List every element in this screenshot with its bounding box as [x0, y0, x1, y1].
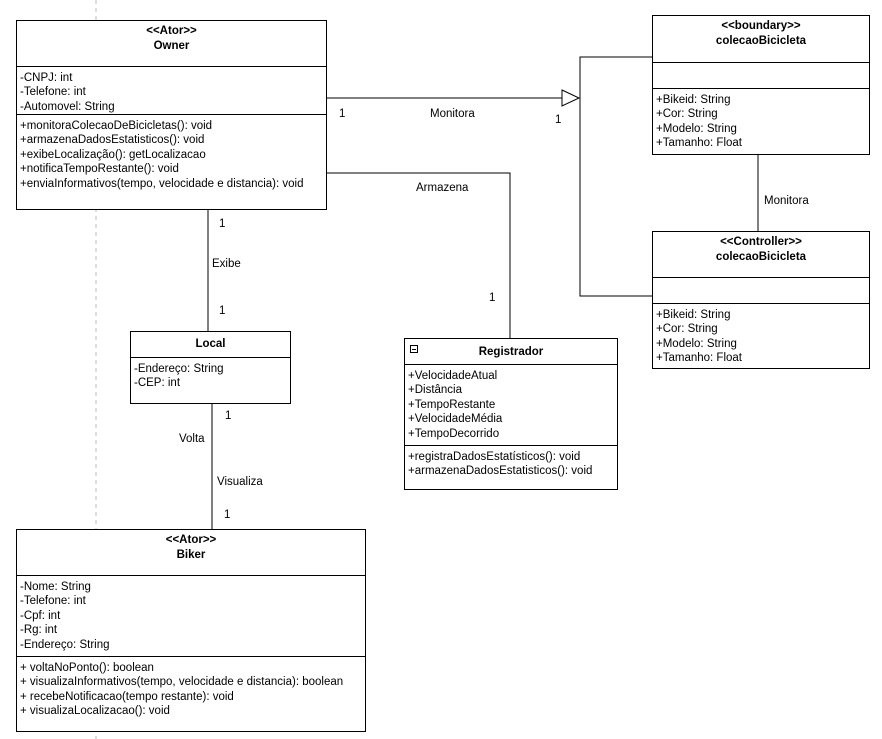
method: + voltaNoPonto(): boolean	[20, 662, 154, 675]
owner-name: Owner	[153, 40, 190, 52]
attribute: +Distância	[408, 384, 463, 397]
method: +registraDadosEstatísticos(): void	[408, 451, 581, 464]
monitora-label: Monitora	[764, 195, 809, 207]
multiplicity-label: 1	[224, 509, 231, 521]
method: +armazenaDadosEstatisticos(): void	[20, 134, 205, 147]
boundary-controller-bracket	[579, 56, 652, 297]
biker-class[interactable]: <<Ator>> Biker -Nome: String -Telefone: …	[16, 529, 366, 732]
monitora-label: Monitora	[430, 108, 475, 120]
registrador-methods: +registraDadosEstatísticos(): void +arma…	[405, 446, 617, 483]
owner-header: <<Ator>> Owner	[17, 21, 326, 67]
attribute: +VelocidadeMédia	[408, 413, 503, 426]
method: + visualizaLocalizacao(): void	[20, 705, 170, 718]
collapse-icon[interactable]	[410, 345, 418, 353]
biker-header: <<Ator>> Biker	[17, 530, 365, 576]
registrador-attributes: +VelocidadeAtual +Distância +TempoRestan…	[405, 365, 617, 447]
attribute: +TempoRestante	[408, 398, 496, 411]
owner-methods: +monitoraColecaoDeBicicletas(): void +ar…	[17, 115, 326, 195]
exibe-label: Exibe	[212, 258, 241, 270]
biker-methods: + voltaNoPonto(): boolean + visualizaInf…	[17, 657, 365, 723]
owner-registrador-line	[327, 172, 511, 338]
field: +Bikeid: String	[656, 94, 731, 106]
boundary-header: <<boundary>> colecaoBicicleta	[653, 16, 869, 63]
attribute: -Telefone: int	[20, 595, 86, 608]
boundary-class[interactable]: <<boundary>> colecaoBicicleta +Bikeid: S…	[652, 15, 870, 155]
controller-stereotype: <<Controller>>	[720, 236, 802, 248]
attribute: -Telefone: int	[20, 86, 86, 99]
attribute: -Endereço: String	[20, 638, 110, 651]
method: +exibeLocalização(): getLocalizacao	[20, 148, 206, 161]
visualiza-label: Visualiza	[217, 476, 263, 488]
boundary-empty-section	[653, 63, 869, 89]
field: +Cor: String	[656, 108, 718, 121]
method: + recebeNotificacao(tempo restante): voi…	[20, 690, 234, 703]
local-header: Local	[131, 332, 290, 358]
armazena-label: Armazena	[416, 182, 469, 194]
attribute: -Rg: int	[20, 624, 58, 637]
biker-stereotype: <<Ator>>	[165, 534, 217, 546]
field: +Cor: String	[656, 323, 718, 336]
method: +monitoraColecaoDeBicicletas(): void	[20, 120, 213, 132]
local-class[interactable]: Local -Endereço: String -CEP: int	[130, 331, 291, 404]
local-attributes: -Endereço: String -CEP: int	[131, 358, 290, 395]
field: +Tamanho: Float	[656, 352, 742, 365]
multiplicity-label: 1	[225, 410, 232, 422]
attribute: -Cpf: int	[20, 609, 61, 622]
owner-attributes: -CNPJ: int -Telefone: int -Automovel: St…	[17, 67, 326, 115]
field: +Tamanho: Float	[656, 137, 742, 150]
multiplicity-label: 1	[489, 292, 496, 304]
registrador-class[interactable]: Registrador +VelocidadeAtual +Distância …	[404, 338, 618, 490]
biker-name: Biker	[176, 549, 206, 561]
method: + visualizaInformativos(tempo, velocidad…	[20, 676, 344, 689]
biker-attributes: -Nome: String -Telefone: int -Cpf: int -…	[17, 576, 365, 658]
attribute: -CEP: int	[134, 377, 181, 390]
controller-class[interactable]: <<Controller>> colecaoBicicleta +Bikeid:…	[652, 231, 870, 369]
controller-header: <<Controller>> colecaoBicicleta	[653, 232, 869, 278]
method: +enviaInformativos(tempo, velocidade e d…	[20, 177, 304, 190]
boundary-stereotype: <<boundary>>	[721, 20, 801, 32]
registrador-name: Registrador	[478, 346, 544, 358]
attribute: +TempoDecorrido	[408, 427, 500, 440]
multiplicity-label: 1	[339, 108, 346, 120]
multiplicity-label: 1	[219, 218, 226, 230]
controller-name: colecaoBicicleta	[715, 251, 807, 263]
controller-empty-section	[653, 278, 869, 304]
local-name: Local	[195, 338, 226, 350]
field: +Modelo: String	[656, 337, 737, 350]
controller-fields: +Bikeid: String +Cor: String +Modelo: St…	[653, 304, 869, 370]
field: +Bikeid: String	[656, 309, 731, 321]
volta-label: Volta	[179, 433, 205, 445]
attribute: -CNPJ: int	[20, 72, 73, 84]
field: +Modelo: String	[656, 122, 737, 135]
registrador-header: Registrador	[405, 339, 617, 365]
attribute: -Automovel: String	[20, 100, 115, 113]
attribute: +VelocidadeAtual	[408, 370, 498, 382]
attribute: -Endereço: String	[134, 363, 224, 375]
multiplicity-label: 1	[555, 114, 562, 126]
owner-stereotype: <<Ator>>	[146, 25, 197, 37]
multiplicity-label: 1	[219, 305, 226, 317]
method: +notificaTempoRestante(): void	[20, 163, 179, 176]
attribute: -Nome: String	[20, 581, 91, 593]
owner-class[interactable]: <<Ator>> Owner -CNPJ: int -Telefone: int…	[16, 20, 327, 210]
boundary-fields: +Bikeid: String +Cor: String +Modelo: St…	[653, 89, 869, 155]
method: +armazenaDadosEstatisticos(): void	[408, 465, 593, 478]
generalization-arrowhead	[561, 89, 581, 107]
boundary-name: colecaoBicicleta	[715, 35, 807, 47]
